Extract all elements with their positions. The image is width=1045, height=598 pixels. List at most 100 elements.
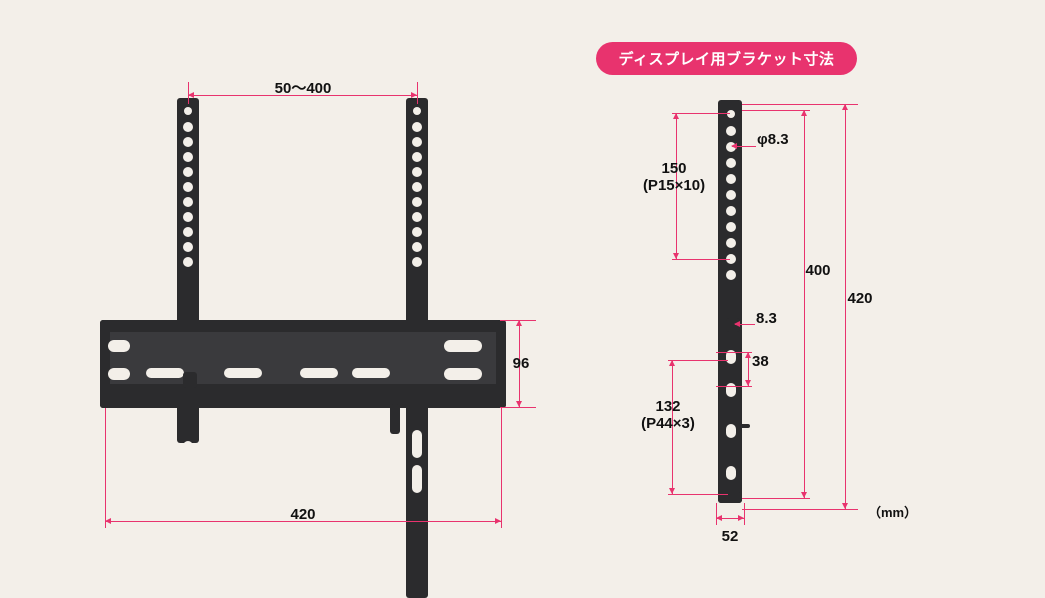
dim-arrow (516, 320, 522, 326)
plate-slot (300, 368, 338, 378)
dim-tick (501, 408, 502, 528)
dim-arrow (669, 360, 675, 366)
dim-line-lower-pitch (672, 360, 673, 494)
rail-hole (412, 212, 422, 222)
side-rail-slot (726, 466, 736, 480)
rail-hole (183, 197, 193, 207)
dim-label-width-420: 420 (290, 506, 316, 523)
dim-line-upper-pitch (676, 113, 677, 259)
plate-slot (444, 340, 482, 352)
rail-lower-slot (412, 430, 422, 458)
side-rail-hole (727, 110, 735, 118)
dim-arrow (745, 352, 751, 358)
dim-line-overall (845, 104, 846, 509)
rail-hole (412, 242, 422, 252)
plate-bracket-lug-right (390, 404, 400, 434)
plate-slot (352, 368, 390, 378)
leader-slot-width (735, 324, 755, 325)
dim-arrow (842, 104, 848, 110)
dim-label-upper-pitch: 150 (P15×10) (614, 160, 734, 195)
upper-pitch-detail: (P15×10) (642, 177, 706, 195)
rail-lower-slot (412, 465, 422, 493)
plate-slot (224, 368, 262, 378)
rail-hole (412, 257, 422, 267)
plate-bracket-lug-left (183, 372, 197, 388)
wall-plate-right-cap (496, 320, 506, 408)
dim-arrow (738, 515, 744, 521)
side-rail-tab (740, 424, 750, 428)
dim-line-top-span (188, 95, 417, 96)
dim-arrow (673, 253, 679, 259)
plate-slot (444, 368, 482, 380)
lower-pitch-detail: (P44×3) (641, 415, 695, 433)
rail-hole (183, 257, 193, 267)
side-rail-hole (726, 190, 736, 200)
rail-hole (412, 152, 422, 162)
dim-arrow (731, 143, 737, 149)
dim-arrow (673, 113, 679, 119)
side-rail-hole (726, 158, 736, 168)
side-rail-hole (726, 222, 736, 232)
dim-tick (668, 494, 728, 495)
dim-label-height-96: 96 (512, 355, 530, 372)
dim-tick (742, 104, 858, 105)
plate-slot (146, 368, 184, 378)
dim-line-width-420 (105, 521, 501, 522)
dim-line-depth (716, 518, 744, 519)
side-rail-hole (726, 126, 736, 136)
dim-tick (742, 498, 810, 499)
dim-label-mid-total: 400 (805, 262, 831, 279)
unit-label: （mm） (868, 505, 918, 520)
dim-arrow (105, 518, 111, 524)
side-rail-slot (726, 424, 736, 438)
dim-tick (500, 407, 536, 408)
dim-arrow (842, 503, 848, 509)
rail-hole (183, 137, 193, 147)
dim-tick (417, 82, 418, 104)
dim-arrow (516, 401, 522, 407)
rail-lower-slot (183, 441, 193, 471)
dim-tick (716, 503, 717, 525)
rail-hole (183, 212, 193, 222)
wall-plate-bottom-lip (100, 384, 506, 408)
rail-hole (183, 242, 193, 252)
rail-hole (412, 137, 422, 147)
side-rail-hole (726, 254, 736, 264)
side-rail-hole (726, 238, 736, 248)
dim-arrow (801, 110, 807, 116)
rail-hole (183, 167, 193, 177)
dim-line-mid-total (804, 110, 805, 498)
dim-label-depth: 52 (721, 528, 739, 545)
dim-label-slot-gap: 38 (752, 353, 769, 370)
rail-hole (183, 152, 193, 162)
leader-hole-diameter (732, 146, 756, 147)
lower-pitch-value: 132 (655, 398, 681, 415)
dim-tick (716, 352, 752, 353)
rail-hole (412, 122, 422, 132)
rail-hole (183, 227, 193, 237)
dim-arrow (745, 380, 751, 386)
dim-arrow (669, 488, 675, 494)
dim-line-slot-gap (748, 352, 749, 386)
plate-slot (108, 340, 130, 352)
dim-tick (744, 503, 745, 525)
dim-arrow (734, 321, 740, 327)
plate-slot (108, 368, 130, 380)
rail-hole (183, 182, 193, 192)
dim-tick (672, 113, 730, 114)
wall-plate-top-lip (100, 320, 506, 332)
dim-tick (672, 259, 730, 260)
dim-label-overall: 420 (847, 290, 873, 307)
side-rail-slot (726, 383, 736, 397)
dim-tick (742, 509, 858, 510)
upper-pitch-value: 150 (661, 160, 687, 177)
dim-line-height-96 (519, 320, 520, 407)
dim-tick (668, 360, 728, 361)
rail-hole (412, 227, 422, 237)
rail-hole (413, 107, 421, 115)
diagram-canvas: ディスプレイ用ブラケット寸法 50〜400 (100, 42, 918, 598)
dim-arrow (716, 515, 722, 521)
dim-arrow (411, 92, 417, 98)
dim-tick (105, 408, 106, 528)
dim-tick (742, 110, 810, 111)
